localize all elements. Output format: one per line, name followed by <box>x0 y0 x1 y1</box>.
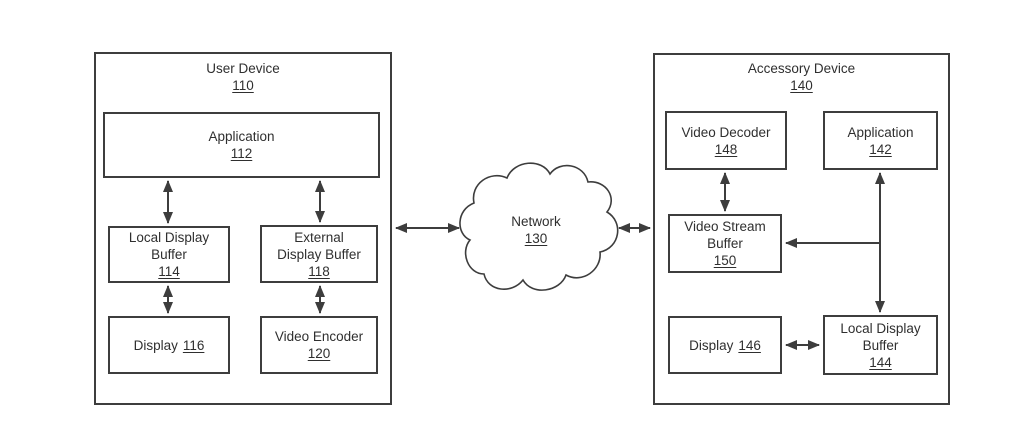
video-encoder-120-box: Video Encoder 120 <box>260 316 378 374</box>
ldb-114-line2: Buffer <box>151 247 187 262</box>
ldb-114-ref: 114 <box>158 264 180 279</box>
user-device-label: User Device <box>206 61 280 76</box>
edb-118-line1: External <box>294 229 344 245</box>
local-display-buffer-144-box: Local Display Buffer 144 <box>823 315 938 375</box>
display-146-label: Display <box>689 337 734 353</box>
application-112-box: Application 112 <box>103 112 380 178</box>
user-device-box <box>94 52 392 405</box>
external-display-buffer-118-box: External Display Buffer 118 <box>260 225 378 283</box>
ldb-144-line1: Local Display <box>840 320 921 336</box>
video-decoder-148-ref: 148 <box>714 141 738 157</box>
vsb-150-line2: Buffer <box>707 236 743 251</box>
vsb-150-ref: 150 <box>713 253 737 268</box>
display-116-ref: 116 <box>182 337 205 353</box>
ldb-144-ref: 144 <box>869 354 892 370</box>
accessory-device-title: Accessory Device 140 <box>653 60 950 94</box>
display-116-label: Display <box>133 337 178 353</box>
accessory-device-box <box>653 53 950 405</box>
vsb-150-line1: Video Stream <box>684 219 766 234</box>
network-title: Network <box>511 214 561 229</box>
application-142-ref: 142 <box>869 141 892 157</box>
display-146-ref: 146 <box>738 337 761 353</box>
local-display-buffer-114-box: Local Display Buffer 114 <box>108 226 230 283</box>
video-decoder-148-label: Video Decoder <box>681 124 771 140</box>
user-device-ref: 110 <box>232 78 254 93</box>
accessory-device-ref: 140 <box>790 78 813 93</box>
application-142-label: Application <box>847 124 914 140</box>
video-encoder-120-label: Video Encoder <box>274 329 364 344</box>
network-cloud <box>459 162 619 291</box>
ldb-144-line2: Buffer <box>862 337 899 353</box>
video-stream-buffer-150-box: Video Stream Buffer 150 <box>668 214 782 273</box>
application-112-label: Application <box>208 129 275 144</box>
edb-118-ref: 118 <box>308 263 330 279</box>
video-decoder-148-box: Video Decoder 148 <box>665 111 787 170</box>
network-label: Network 130 <box>476 213 596 247</box>
ldb-114-line1: Local Display <box>128 230 210 245</box>
video-encoder-120-ref: 120 <box>307 346 331 361</box>
application-112-ref: 112 <box>230 146 253 161</box>
user-device-title: User Device 110 <box>94 60 392 94</box>
network-ref: 130 <box>524 231 548 246</box>
accessory-device-label: Accessory Device <box>747 61 856 76</box>
application-142-box: Application 142 <box>823 111 938 170</box>
edb-118-line2: Display Buffer <box>277 246 361 262</box>
